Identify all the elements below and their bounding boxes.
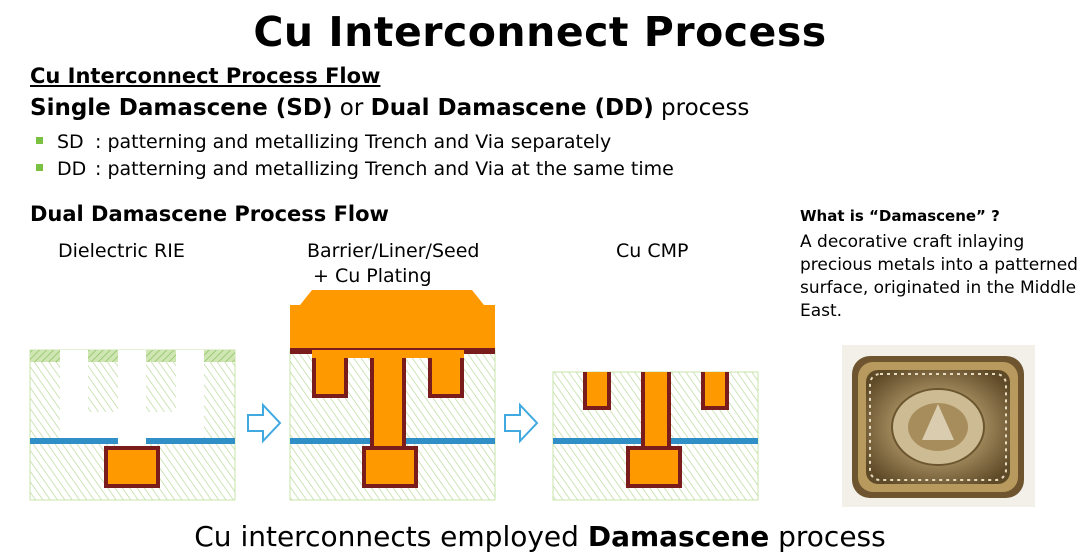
footer-text-2: process <box>769 520 886 553</box>
or-text: or <box>332 95 371 121</box>
panel-dielectric-rie <box>29 349 236 501</box>
footer-text-1: Cu interconnects employed <box>194 520 588 553</box>
what-is-damascene-body: A decorative craft inlaying precious met… <box>800 232 1078 321</box>
right-arrow-icon <box>504 402 539 444</box>
panel-cu-plating <box>289 290 496 501</box>
sd-term: Single Damascene (SD) <box>30 95 333 121</box>
page-title: Cu Interconnect Process <box>253 8 827 56</box>
process-flow-heading: Cu Interconnect Process Flow <box>30 64 381 88</box>
bullet-key: DD <box>57 158 87 180</box>
what-is-damascene-title: What is “Damascene” ? <box>800 207 1000 225</box>
dd-process-flow-heading: Dual Damascene Process Flow <box>30 202 389 226</box>
damascene-tray-image <box>842 345 1035 507</box>
footer-damascene: Damascene <box>587 520 770 553</box>
step-label-barrier: Barrier/Liner/Seed <box>307 240 480 262</box>
bullet-square-icon <box>36 137 43 144</box>
step-label-cu-cmp: Cu CMP <box>616 240 689 262</box>
bullet-square-icon <box>36 164 43 171</box>
bullet-key: SD <box>57 131 84 153</box>
bullet-sd: SD : patterning and metallizing Trench an… <box>36 131 611 153</box>
bullet-text: : patterning and metallizing Trench and … <box>95 131 612 153</box>
bullet-text: : patterning and metallizing Trench and … <box>95 158 674 180</box>
right-arrow-icon <box>247 402 282 444</box>
bullet-dd: DD : patterning and metallizing Trench an… <box>36 158 674 180</box>
panel-cu-cmp <box>552 371 759 501</box>
step-label-cu-plating: + Cu Plating <box>313 265 432 287</box>
dd-term: Dual Damascene (DD) <box>370 95 654 121</box>
sd-dd-subheading: Single Damascene (SD) or Dual Damascene … <box>30 95 749 121</box>
process-text: process <box>653 95 750 121</box>
lower-cu <box>108 450 156 484</box>
cu-overburden <box>290 290 495 352</box>
step-label-dielectric-rie: Dielectric RIE <box>58 240 185 262</box>
footer-caption: Cu interconnects employed Damascene proc… <box>0 520 1080 553</box>
